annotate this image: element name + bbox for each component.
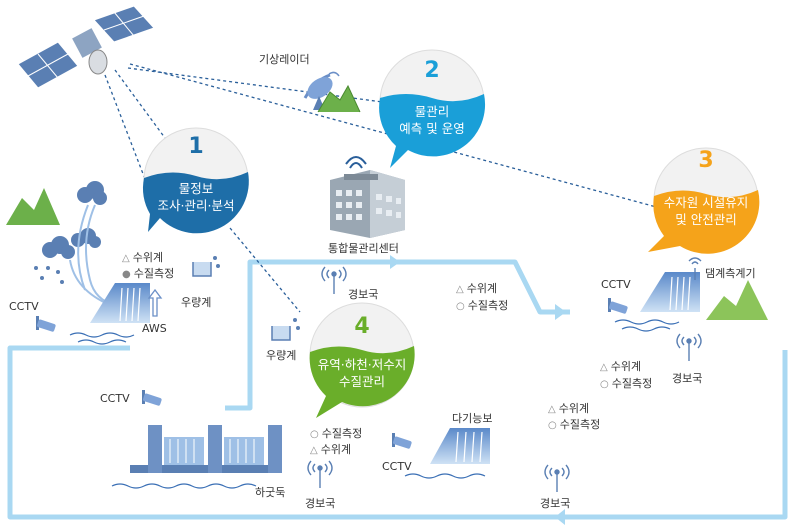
- multi-weir-label: 다기능보: [452, 412, 493, 425]
- bubble-2-number: 2: [424, 58, 440, 83]
- radar-label: 기상레이더: [259, 53, 310, 66]
- rain-drops: [34, 266, 64, 284]
- dam-icon: [640, 272, 700, 312]
- triangle-icon: △: [600, 362, 608, 373]
- dam-gauge-icon: [688, 257, 702, 280]
- cctv-label: CCTV: [9, 300, 39, 313]
- building-icon: [330, 156, 405, 238]
- circle-icon: ○: [600, 379, 609, 390]
- rain-gauge-drops: [213, 256, 300, 330]
- cctv-icon: [608, 298, 628, 314]
- circle-icon: ●: [122, 269, 131, 280]
- antenna-icon: [544, 464, 570, 492]
- bubble-2-line2: 예측 및 운영: [399, 121, 465, 136]
- bubble-1-shape: [143, 127, 249, 234]
- water-quality-label: ●수질측정: [122, 267, 175, 280]
- cctv-icon: [36, 316, 56, 332]
- cctv-label: CCTV: [382, 460, 412, 473]
- water-quality-label: ○수질측정: [456, 299, 509, 312]
- water-level-label: △수위계: [456, 282, 498, 295]
- alarm-label: 경보국: [348, 288, 379, 301]
- cctv-label: CCTV: [601, 278, 631, 291]
- bubble-3-line1: 수자원 시설유지: [663, 195, 749, 210]
- antenna-icon: [321, 266, 347, 294]
- water-quality-label: ○수질측정: [600, 377, 653, 390]
- bubble-4-line1: 유역·하천·저수지: [317, 357, 407, 372]
- cctv-icon: [392, 433, 412, 449]
- rain-gauge-label: 우량계: [181, 296, 212, 309]
- water-level-label: △수위계: [122, 251, 164, 264]
- bubble-1-line2: 조사·관리·분석: [157, 198, 235, 213]
- dam-icon: [90, 283, 150, 323]
- bubble-3-number: 3: [698, 148, 714, 173]
- bubble-2-line1: 물관리: [414, 104, 450, 119]
- circle-icon: ○: [548, 420, 557, 431]
- dam-icon: [430, 428, 490, 464]
- river-flow: [7, 259, 788, 520]
- cctv-icon: [142, 390, 162, 406]
- satellite-icon: [17, 5, 155, 89]
- alarm-label: 경보국: [540, 497, 571, 510]
- rain-gauge-icon: [192, 262, 291, 341]
- antenna-icon: [307, 460, 333, 488]
- bubble-3-line2: 및 안전관리: [675, 212, 737, 227]
- water-quality-label: ○수질측정: [310, 427, 363, 440]
- bubble-2-shape: [379, 49, 486, 168]
- mountain-icon: [6, 84, 768, 320]
- triangle-icon: △: [122, 253, 130, 264]
- triangle-icon: △: [548, 404, 556, 415]
- bubble-4-shape: [309, 302, 415, 418]
- aws-label: AWS: [142, 322, 167, 335]
- water-level-label: △수위계: [310, 443, 352, 456]
- bubble-4-line2: 수질관리: [338, 374, 385, 389]
- weir-label: 하굿둑: [255, 486, 286, 499]
- center-label: 통합물관리센터: [328, 242, 399, 255]
- estuary-weir-icon: [130, 425, 282, 473]
- water-waves: [69, 319, 680, 489]
- river-arrows: [390, 255, 566, 525]
- bubble-3-shape: [648, 147, 760, 254]
- triangle-icon: △: [456, 284, 464, 295]
- water-streams: [69, 204, 116, 306]
- water-level-label: △수위계: [600, 360, 642, 373]
- dam-gauge-label: 댐계측계기: [705, 267, 756, 280]
- water-level-label: △수위계: [548, 402, 590, 415]
- water-quality-label: ○수질측정: [548, 418, 601, 431]
- alarm-label: 경보국: [305, 497, 336, 510]
- circle-icon: ○: [310, 429, 319, 440]
- antenna-icon: [676, 333, 702, 361]
- alarm-label: 경보국: [672, 372, 703, 385]
- rain-gauge-label: 우량계: [266, 349, 297, 362]
- bubble-4-number: 4: [354, 314, 370, 339]
- triangle-icon: △: [310, 445, 318, 456]
- bubble-1-number: 1: [188, 134, 204, 159]
- cctv-label: CCTV: [100, 392, 130, 405]
- bubble-1-line1: 물정보: [178, 181, 214, 196]
- circle-icon: ○: [456, 301, 465, 312]
- aws-icon: [147, 288, 163, 317]
